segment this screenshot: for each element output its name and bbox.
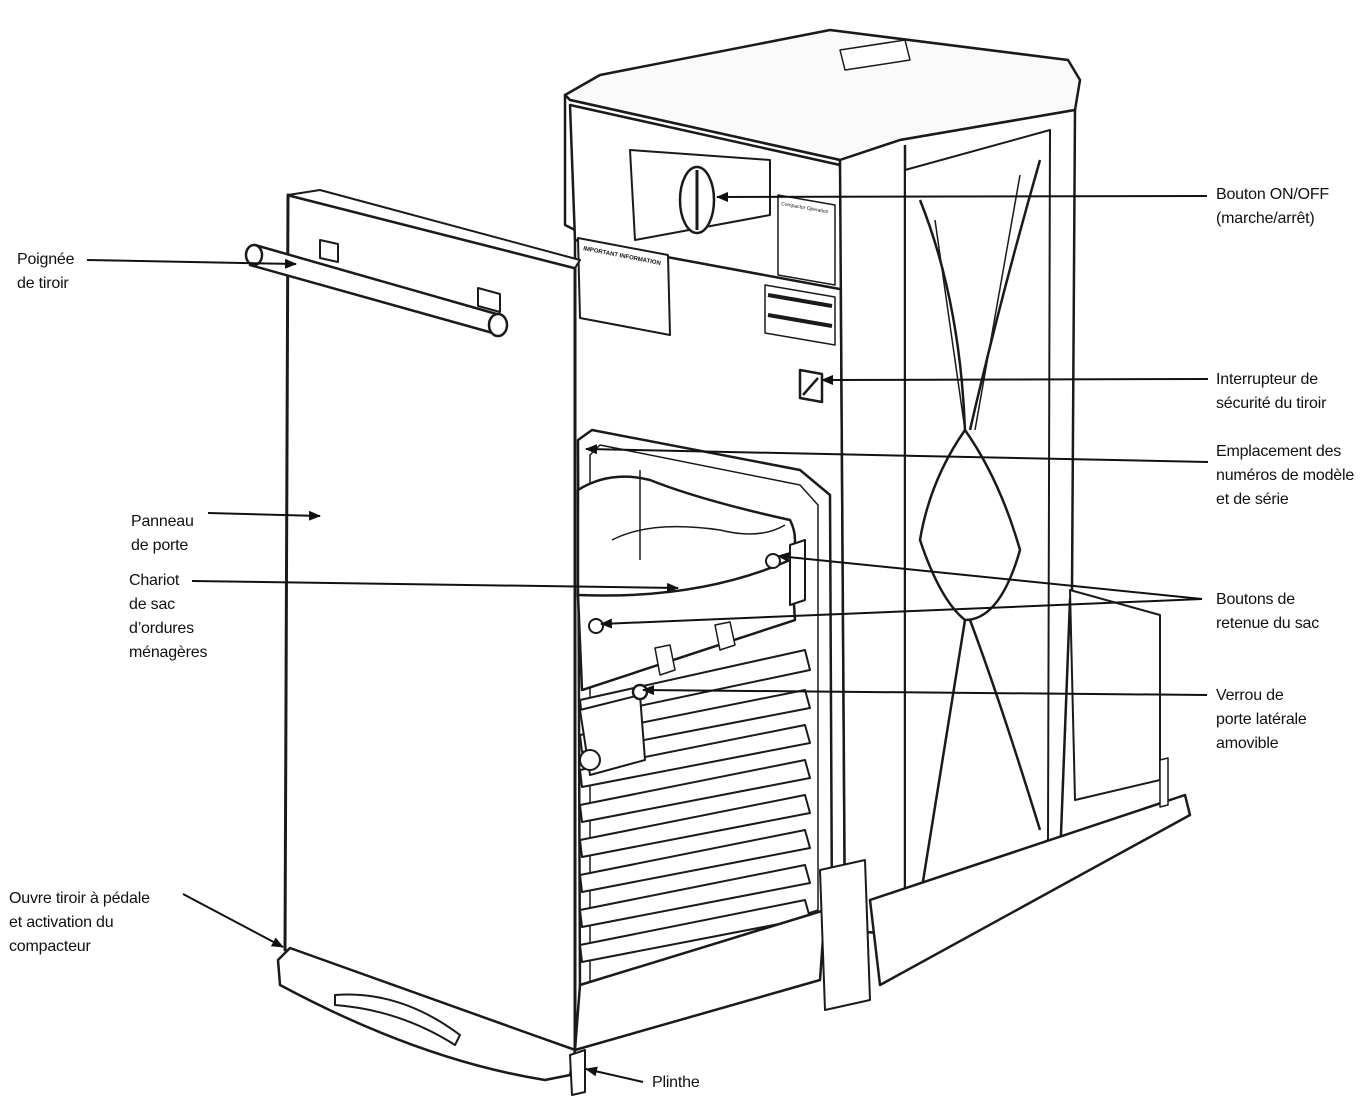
label-caddy-line-3: d’ordures xyxy=(129,620,194,637)
label-on-off-line-2: (marche/arrêt) xyxy=(1216,210,1315,227)
label-on-off-line-1: Bouton ON/OFF xyxy=(1216,186,1329,203)
label-serial-location: Emplacement des numéros de modèle et de … xyxy=(1216,440,1354,512)
label-serial-line-1: Emplacement des xyxy=(1216,443,1342,460)
label-pedal-line-3: compacteur xyxy=(9,938,91,955)
label-safety-line-1: Interrupteur de xyxy=(1216,371,1318,388)
label-bag-retainer: Boutons de retenue du sac xyxy=(1216,588,1319,636)
label-latch-line-3: amovible xyxy=(1216,735,1279,752)
label-safety-line-2: sécurité du tiroir xyxy=(1216,395,1327,412)
label-latch-line-1: Verrou de xyxy=(1216,687,1284,704)
label-retainer-line-1: Boutons de xyxy=(1216,591,1295,608)
label-caddy-line-1: Chariot xyxy=(129,572,180,589)
label-plinth: Plinthe xyxy=(652,1071,700,1095)
label-safety-switch: Interrupteur de sécurité du tiroir xyxy=(1216,368,1326,416)
label-plinth-line-1: Plinthe xyxy=(652,1074,700,1091)
leader-panel xyxy=(207,510,321,521)
label-pedal-line-1: Ouvre tiroir à pédale xyxy=(9,890,150,907)
label-door-latch: Verrou de porte latérale amovible xyxy=(1216,684,1307,756)
label-on-off: Bouton ON/OFF (marche/arrêt) xyxy=(1216,183,1329,231)
label-caddy-line-4: ménagères xyxy=(129,644,208,661)
label-caddy-line-2: de sac xyxy=(129,596,175,613)
label-retainer-line-2: retenue du sac xyxy=(1216,615,1320,632)
leader-retainer-1 xyxy=(777,552,1203,600)
label-handle: Poignée de tiroir xyxy=(17,248,75,296)
leader-handle xyxy=(86,258,297,269)
leader-pedal xyxy=(182,893,284,948)
label-serial-line-3: et de série xyxy=(1216,491,1289,508)
leader-caddy xyxy=(191,580,679,593)
label-panel-line-1: Panneau xyxy=(131,513,194,530)
label-door-panel: Panneau de porte xyxy=(131,510,194,558)
label-pedal-line-2: et activation du xyxy=(9,914,114,931)
label-latch-line-2: porte latérale xyxy=(1216,711,1307,728)
leader-latch xyxy=(642,685,1208,696)
label-bag-caddy: Chariot de sac d’ordures ménagères xyxy=(129,569,207,665)
label-pedal: Ouvre tiroir à pédale et activation du c… xyxy=(9,887,150,959)
leader-plinth xyxy=(585,1066,644,1083)
callout-leaders xyxy=(86,191,1209,1083)
leader-safety xyxy=(821,374,1209,385)
label-handle-line-2: de tiroir xyxy=(17,275,69,292)
leader-on-off xyxy=(716,191,1208,202)
leader-retainer-2 xyxy=(600,598,1203,629)
label-serial-line-2: numéros de modèle xyxy=(1216,467,1355,484)
label-handle-line-1: Poignée xyxy=(17,251,75,268)
label-panel-line-2: de porte xyxy=(131,537,189,554)
leader-serial xyxy=(585,444,1209,463)
compactor-body xyxy=(244,28,1192,1096)
